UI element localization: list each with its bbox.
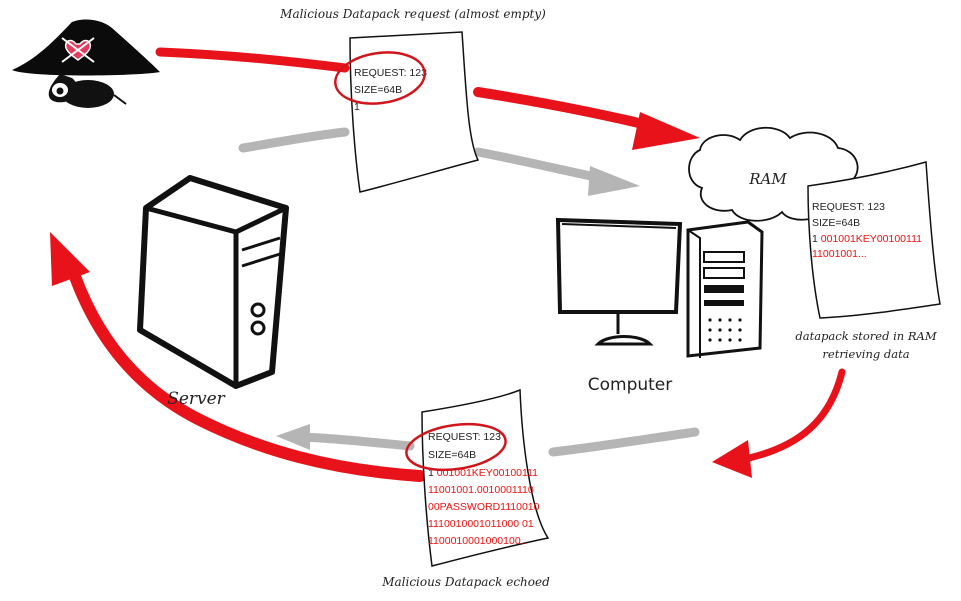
normal-arrow-bottom <box>276 424 700 457</box>
echo-sheet-line3-red: 001001KEY00100111 <box>437 467 538 479</box>
echo-sheet-line4: 11001001.0010001110 <box>428 484 534 496</box>
echo-sheet-line1: REQUEST: 123 <box>428 431 501 443</box>
attack-arrow-right <box>712 368 846 478</box>
ram-sheet-line3: 1 001001KEY00100111 <box>812 233 922 245</box>
normal-arrow-top <box>238 127 640 196</box>
echo-sheet: REQUEST: 123 SIZE=64B 1 001001KEY0010011… <box>405 388 550 567</box>
request-sheet-line1: REQUEST: 123 <box>354 67 427 79</box>
echo-sheet-line5: 00PASSWORD1110010 <box>428 501 540 513</box>
top-caption: Malicious Datapack request (almost empty… <box>279 7 546 21</box>
ram-sheet-line4: 11001001... <box>812 248 867 260</box>
bottom-caption: Malicious Datapack echoed <box>381 575 550 589</box>
attack-arrow-top <box>155 47 700 150</box>
request-sheet-line3: 1 <box>354 101 360 113</box>
request-highlight-ring <box>334 51 426 105</box>
ram-sheet: REQUEST: 123 SIZE=64B 1 001001KEY0010011… <box>807 161 941 319</box>
attack-arrow-left <box>50 232 426 482</box>
request-sheet: REQUEST: 123 SIZE=64B 1 <box>334 31 480 193</box>
pirate-hat-icon <box>12 19 160 108</box>
echo-sheet-line7: 1100010001000100.. <box>428 535 527 547</box>
ram-sheet-line2: SIZE=64B <box>812 217 860 229</box>
computer-icon <box>555 217 764 358</box>
heart-skull-icon <box>61 37 95 63</box>
server-label: Server <box>167 389 225 409</box>
echo-sheet-line3: 1 001001KEY00100111 <box>428 467 538 479</box>
echo-sheet-line6: 1110010001011000 01 <box>428 518 534 530</box>
ram-sheet-line1: REQUEST: 123 <box>812 201 885 213</box>
ram-sheet-line3-red: 001001KEY00100111 <box>821 233 922 245</box>
ram-sheet-line3-prefix: 1 <box>812 233 821 245</box>
echo-highlight-ring <box>405 422 507 472</box>
server-tower-icon <box>137 175 289 389</box>
request-sheet-line2: SIZE=64B <box>354 84 402 96</box>
echo-sheet-line3-prefix: 1 <box>428 467 437 479</box>
ram-label: RAM <box>748 170 787 188</box>
ram-note-line1: datapack stored in RAM <box>795 329 937 343</box>
ram-note-line2: retrieving data <box>822 347 909 361</box>
echo-sheet-line2: SIZE=64B <box>428 449 476 461</box>
computer-label: Computer <box>588 375 673 395</box>
